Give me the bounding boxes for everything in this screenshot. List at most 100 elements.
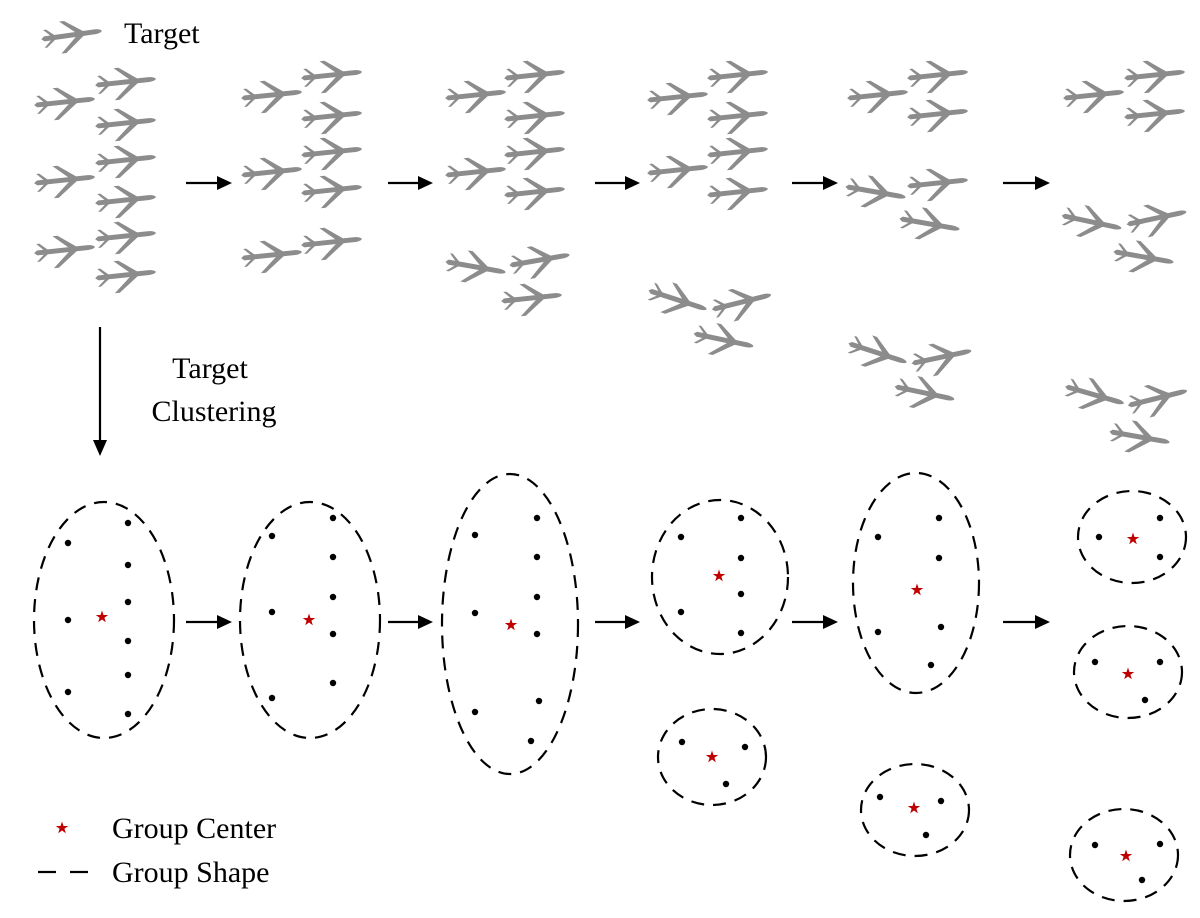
- group: [238, 500, 382, 740]
- member-dot: [935, 514, 943, 522]
- member-dot: [329, 514, 337, 522]
- stage-4-groups: [650, 498, 790, 807]
- group-center-star-icon: [705, 750, 719, 763]
- airplane-icon: [239, 236, 304, 276]
- right-arrow-icon: [388, 615, 433, 629]
- airplane-icon: [705, 133, 770, 173]
- member-dot: [533, 553, 541, 561]
- airplane-icon: [93, 256, 158, 296]
- airplane-icon: [93, 141, 158, 181]
- airplane-icon: [506, 240, 573, 283]
- group: [650, 498, 790, 656]
- airplane-icon: [905, 95, 970, 135]
- airplane-icon: [93, 104, 158, 144]
- groups-layer: [32, 471, 1188, 903]
- group: [656, 707, 768, 807]
- stage-1-targets: [32, 63, 158, 296]
- right-arrow-icon: [1003, 615, 1050, 629]
- member-dot: [1156, 514, 1164, 522]
- member-dot: [874, 628, 882, 636]
- member-dot: [329, 553, 337, 561]
- airplane-icon: [705, 97, 770, 137]
- airplane-icon: [1060, 372, 1128, 420]
- airplane-icon: [32, 161, 97, 201]
- airplane-icon: [502, 97, 567, 137]
- airplane-icon: [690, 318, 757, 363]
- member-dot: [874, 533, 882, 541]
- airplane-icon: [705, 173, 770, 213]
- group: [1072, 624, 1184, 720]
- member-dot: [1156, 658, 1164, 666]
- legend-group-center: Group Center: [55, 812, 276, 845]
- airplane-icon: [239, 76, 304, 116]
- member-dot: [124, 561, 132, 569]
- member-dot: [124, 519, 132, 527]
- member-dot: [124, 637, 132, 645]
- stage-4-targets: [643, 56, 776, 363]
- member-dot: [533, 630, 541, 638]
- airplane-icon: [1058, 200, 1125, 245]
- stage-5-targets: [842, 56, 975, 416]
- legend-group-shape-label: Group Shape: [112, 856, 269, 889]
- group-shape-ellipse: [1072, 624, 1184, 720]
- red-star-icon: [55, 821, 69, 834]
- member-dot: [329, 679, 337, 687]
- member-dot: [1141, 696, 1149, 704]
- member-dot: [927, 661, 935, 669]
- member-dot: [1095, 533, 1103, 541]
- group: [32, 500, 176, 740]
- airplane-icon: [645, 151, 710, 191]
- group-shape-ellipse: [32, 500, 176, 740]
- stage-1-groups: [32, 500, 176, 740]
- member-dot: [533, 514, 541, 522]
- member-dot: [1156, 840, 1164, 848]
- member-dot: [527, 737, 535, 745]
- member-dot: [64, 616, 72, 624]
- group-center-star-icon: [302, 613, 316, 626]
- group-center-star-icon: [95, 610, 109, 623]
- member-dot: [124, 671, 132, 679]
- clustering-label-line1: Target: [172, 352, 248, 385]
- stage-2-groups: [238, 500, 382, 740]
- member-dot: [1138, 876, 1146, 884]
- group-shape-ellipse: [656, 707, 768, 807]
- airplane-icon: [1061, 76, 1126, 116]
- airplane-icon: [643, 276, 712, 326]
- group-shape-ellipse: [238, 500, 382, 740]
- clustering-step: Target Clustering: [93, 327, 277, 456]
- airplane-icon: [502, 173, 567, 213]
- member-dot: [1091, 841, 1099, 849]
- airplane-icon: [299, 56, 364, 96]
- airplane-icon: [843, 329, 912, 379]
- airplane-icon: [1122, 56, 1187, 96]
- airplane-icon: [905, 56, 970, 96]
- member-dot: [64, 688, 72, 696]
- group: [851, 471, 981, 695]
- airplane-icon: [1123, 197, 1190, 242]
- stage-6-groups: [1068, 489, 1188, 903]
- member-dot: [533, 593, 541, 601]
- group-center-star-icon: [504, 618, 518, 631]
- airplane-icon: [1110, 236, 1177, 279]
- airplane-icon: [905, 164, 970, 204]
- right-arrow-icon: [186, 176, 232, 190]
- clustering-label-line2: Clustering: [152, 395, 277, 428]
- right-arrow-icon: [792, 176, 838, 190]
- group: [1068, 807, 1180, 903]
- airplane-icon: [93, 63, 158, 103]
- member-dot: [1156, 553, 1164, 561]
- airplane-icon: [499, 279, 564, 319]
- member-dot: [677, 533, 685, 541]
- airplane-icon: [93, 217, 158, 257]
- group-center-star-icon: [910, 583, 924, 596]
- airplane-icon: [908, 336, 975, 381]
- group-center-star-icon: [907, 801, 921, 814]
- legend-group-center-label: Group Center: [112, 812, 276, 845]
- member-dot: [937, 623, 945, 631]
- airplane-icon: [1106, 416, 1173, 459]
- airplane-icon: [299, 171, 364, 211]
- right-arrow-icon: [595, 615, 640, 629]
- member-dot: [876, 793, 884, 801]
- group: [440, 472, 580, 776]
- member-dot: [737, 629, 745, 637]
